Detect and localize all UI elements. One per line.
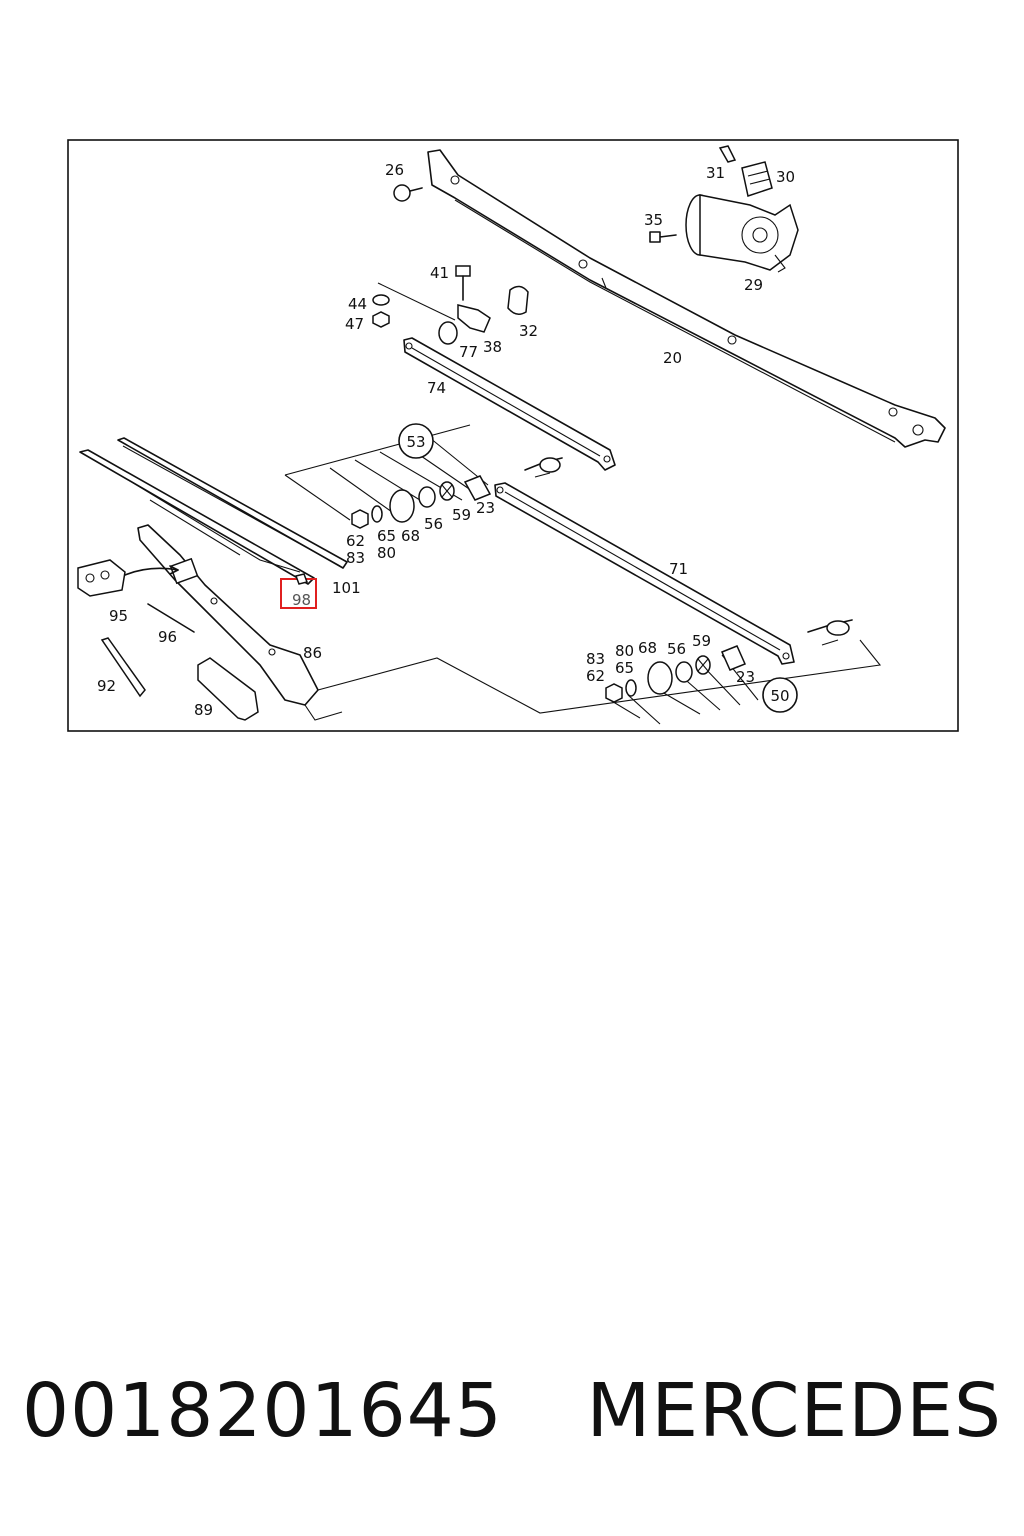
callout-86: 86 (303, 644, 322, 662)
highlighted-callout-98: 98 (292, 591, 311, 609)
callout-101: 101 (332, 579, 361, 597)
part-92 (100, 637, 146, 698)
clip-98 (295, 573, 308, 585)
callout-35: 35 (644, 211, 663, 229)
callout-62-lower: 62 (586, 667, 605, 685)
nut-47 (372, 311, 390, 328)
spindle-assembly-53 (284, 424, 492, 529)
callout-71: 71 (669, 560, 688, 578)
circled-callout-53: 53 (398, 423, 434, 459)
spindle-assembly-50 (317, 639, 882, 725)
wiper-blade (79, 437, 348, 585)
screw-35 (649, 231, 677, 243)
callout-20: 20 (663, 349, 682, 367)
callout-31: 31 (706, 164, 725, 182)
ball-pin-lower (807, 619, 853, 646)
wiper-parts-diagram: 26 31 30 35 29 41 44 47 77 38 32 20 74 6… (67, 139, 959, 732)
callout-30: 30 (776, 168, 795, 186)
rod-96 (147, 603, 195, 633)
linkage-rod-74 (403, 337, 616, 471)
callout-77: 77 (459, 343, 478, 361)
callout-80-upper: 80 (377, 544, 396, 562)
diagram-frame (67, 139, 959, 732)
callout-83-upper: 83 (346, 549, 365, 567)
brand-name: MERCEDES (586, 1368, 1002, 1454)
washer-nozzle-95 (77, 559, 179, 597)
callout-26: 26 (385, 161, 404, 179)
callout-68-lower: 68 (638, 639, 657, 657)
bracket-38 (457, 304, 491, 333)
wiper-motor (685, 194, 799, 273)
callout-74: 74 (427, 379, 446, 397)
callout-38: 38 (483, 338, 502, 356)
callout-92: 92 (97, 677, 116, 695)
callout-62-upper: 62 (346, 532, 365, 550)
motor-connector (718, 145, 773, 197)
callout-95: 95 (109, 607, 128, 625)
callout-32: 32 (519, 322, 538, 340)
callout-96: 96 (158, 628, 177, 646)
cover-89 (197, 657, 259, 721)
circled-callout-50-text: 50 (770, 687, 789, 705)
cap-32 (507, 285, 529, 315)
callout-56-lower: 56 (667, 640, 686, 658)
callout-65-lower: 65 (615, 659, 634, 677)
callout-83-lower: 83 (586, 650, 605, 668)
rubber-77 (438, 321, 458, 345)
wiper-linkage-frame (427, 149, 946, 448)
callout-41: 41 (430, 264, 449, 282)
callout-65-upper: 65 (377, 527, 396, 545)
callout-29: 29 (744, 276, 763, 294)
callout-89: 89 (194, 701, 213, 719)
washer-44 (372, 294, 390, 306)
callout-47: 47 (345, 315, 364, 333)
callout-56-upper: 56 (424, 515, 443, 533)
callout-59-upper: 59 (452, 506, 471, 524)
part-number: 0018201645 (22, 1368, 503, 1454)
callout-23-upper: 23 (476, 499, 495, 517)
bolt-41 (455, 265, 471, 301)
callout-59-lower: 59 (692, 632, 711, 650)
callout-44: 44 (348, 295, 367, 313)
callout-80-lower: 80 (615, 642, 634, 660)
circled-callout-50: 50 (762, 677, 798, 713)
wiper-arm (137, 524, 343, 721)
callout-labels: 26 31 30 35 29 41 44 47 77 38 32 20 74 6… (97, 161, 795, 719)
linkage-rod-71 (494, 482, 795, 665)
ball-pin-upper (524, 457, 563, 478)
callout-68-upper: 68 (401, 527, 420, 545)
circled-callout-53-text: 53 (406, 433, 425, 451)
screw-26 (393, 184, 423, 202)
callout-23-lower: 23 (736, 668, 755, 686)
